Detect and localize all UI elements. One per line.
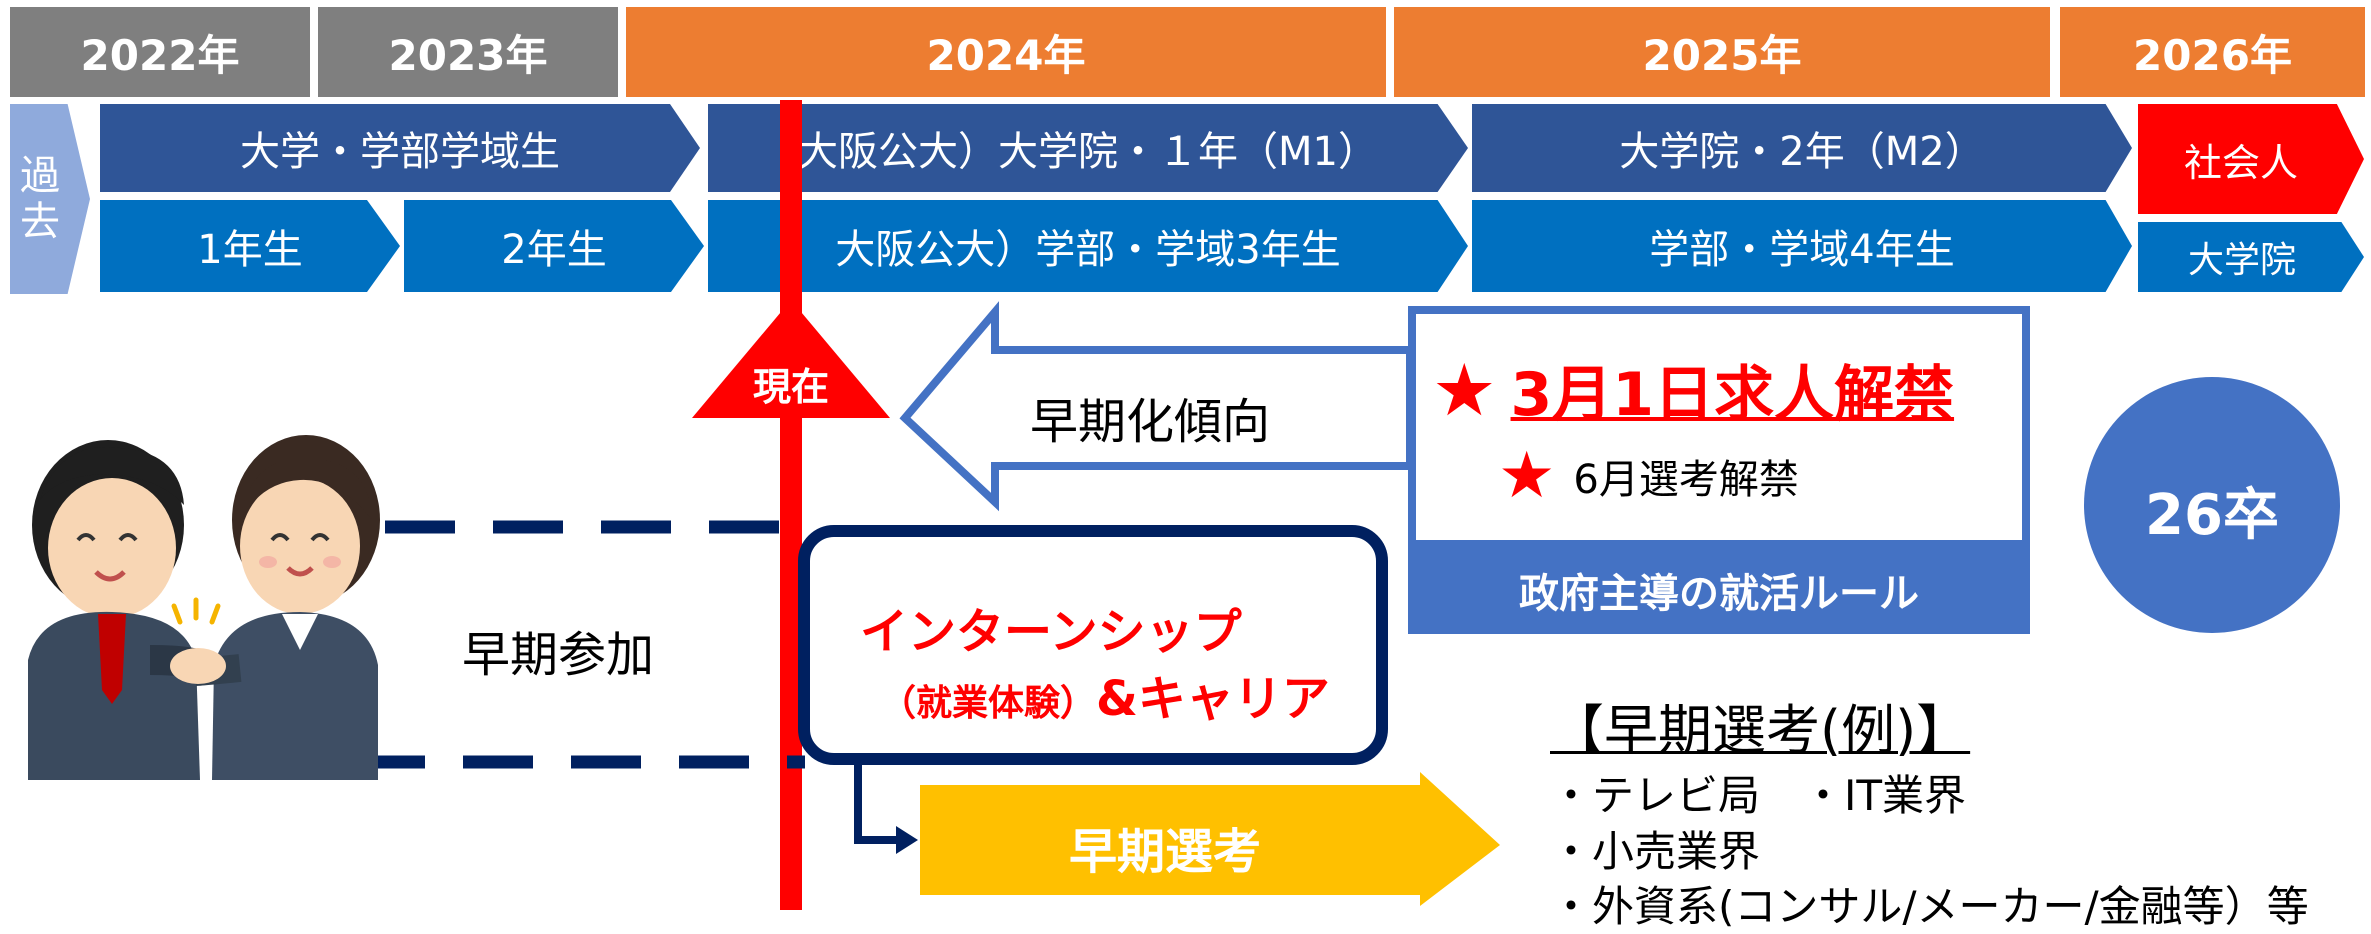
- class-badge: 26卒: [2145, 483, 2279, 548]
- handshake-illustration: [28, 435, 380, 780]
- elbow-connector: [854, 760, 905, 844]
- past-label-char-2: 去: [20, 199, 60, 245]
- grad-m2-chevron: 大学院・2年（M2）: [1472, 104, 2132, 192]
- year-2024: 2024年: [626, 7, 1386, 97]
- class-badge-circle: [2084, 377, 2340, 633]
- rules-sub-row: ★ 6月選考解禁: [1498, 444, 1799, 508]
- early-selection-label: 早期選考: [1068, 824, 1261, 880]
- year-2023: 2023年: [318, 7, 618, 97]
- now-arrow-head: [692, 300, 890, 418]
- example-line-1: ・テレビ局 ・IT業界: [1550, 771, 1967, 820]
- star-icon: ★: [1498, 439, 1556, 513]
- early-selection-arrow: [920, 772, 1500, 906]
- elbow-connector-head: [896, 826, 918, 854]
- graduate-school-chevron: 大学院: [2138, 222, 2364, 292]
- year-2026: 2026年: [2060, 7, 2365, 97]
- undergrad-y4-chevron: 学部・学域4年生: [1472, 200, 2132, 292]
- internship-line2: （就業体験）&キャリア: [880, 659, 1330, 729]
- year-2022: 2022年: [10, 7, 310, 97]
- year-2025: 2025年: [1394, 7, 2050, 97]
- undergrad-y3-chevron: 大阪公大）学部・学域3年生: [708, 200, 1468, 292]
- internship-box: インターンシップ （就業体験）&キャリア: [798, 525, 1388, 765]
- internship-line2-small: （就業体験）: [880, 683, 1097, 724]
- internship-line2-big: &キャリア: [1096, 671, 1330, 727]
- year1-chevron: 1年生: [100, 200, 400, 292]
- diagram-shapes: [28, 100, 2340, 910]
- rules-sub-text: 6月選考解禁: [1573, 457, 1799, 503]
- now-label: 現在: [752, 365, 829, 409]
- early-trend-label: 早期化傾向: [1030, 394, 1271, 450]
- example-line-2: ・小売業界: [1550, 827, 1761, 876]
- rules-box: ★ 3月1日求人解禁 ★ 6月選考解禁 政府主導の就活ルール: [1408, 306, 2030, 634]
- early-trend-arrow: [899, 301, 1414, 512]
- rules-main-text: 3月1日求人解禁: [1510, 360, 1955, 430]
- star-icon: ★: [1432, 347, 1497, 432]
- examples-title: 【早期選考(例)】: [1550, 699, 1971, 762]
- rules-main-row: ★ 3月1日求人解禁: [1432, 346, 1954, 433]
- working-chevron: 社会人: [2138, 104, 2364, 214]
- internship-line1: インターンシップ: [860, 604, 1242, 660]
- grad-m1-chevron: 大阪公大）大学院・１年（M1）: [708, 104, 1468, 192]
- early-participation-label: 早期参加: [462, 627, 655, 683]
- example-line-3: ・外資系(コンサル/メーカー/金融等）等: [1550, 882, 2309, 931]
- undergrad-chevron: 大学・学部学域生: [100, 104, 700, 192]
- year2-chevron: 2年生: [404, 200, 704, 292]
- past-label-char-1: 過: [20, 153, 60, 199]
- rules-footer: 政府主導の就活ルール: [1519, 571, 1919, 617]
- rules-box-inner: [1416, 314, 2022, 540]
- now-timeline-bar: [780, 100, 802, 910]
